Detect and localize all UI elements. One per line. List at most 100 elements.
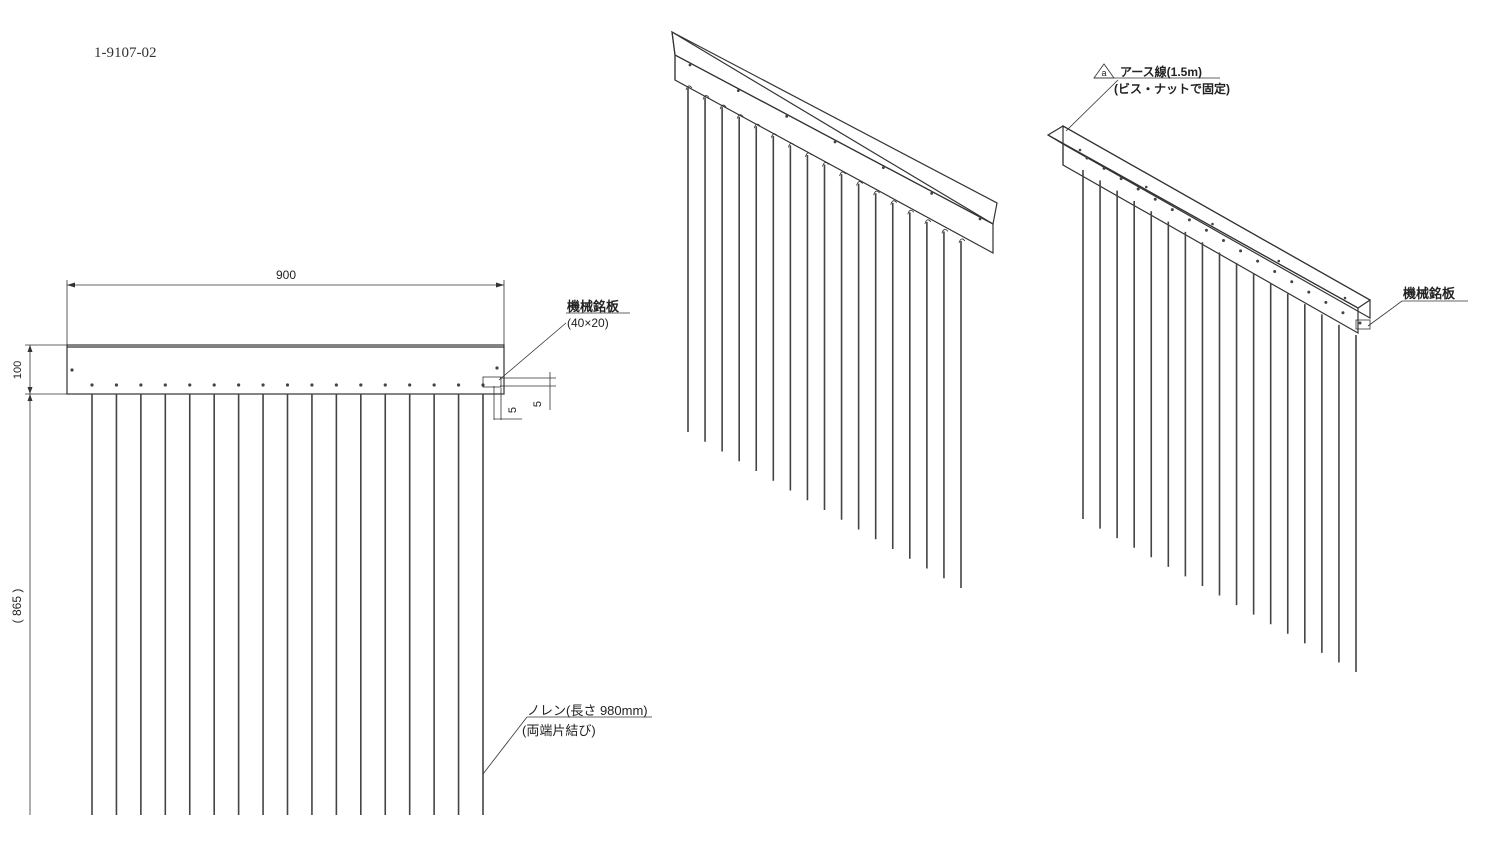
iso1-bar-hole xyxy=(785,114,789,118)
iso1-noren-rods xyxy=(685,85,966,588)
bar-hole xyxy=(70,368,74,372)
bar-hole xyxy=(408,383,412,387)
iso1-rod-hook xyxy=(958,238,966,244)
iso1-bar-fold xyxy=(674,54,994,225)
width-dimension-text: 900 xyxy=(276,268,296,282)
iso2-bar-hole xyxy=(1239,249,1243,253)
iso1-rod-hook xyxy=(787,142,795,148)
iso1-bar-holes xyxy=(688,63,982,221)
noren-leader xyxy=(482,716,528,775)
iso1-rod-hook xyxy=(805,152,812,158)
nameplate-leader xyxy=(498,322,567,381)
noren-label: ノレン(長さ 980mm) xyxy=(527,703,648,718)
bar-hole xyxy=(310,383,314,387)
iso2-bar-hole xyxy=(1119,177,1123,181)
iso2-bar-hole xyxy=(1222,239,1225,242)
iso1-rod-hook xyxy=(822,162,829,167)
bar-hole xyxy=(334,383,338,387)
bar-hole xyxy=(359,383,363,387)
iso2-bar-hole xyxy=(1307,290,1311,294)
iso-view-left xyxy=(671,30,998,588)
iso2-bar-top-face xyxy=(1046,125,1372,309)
iso1-rod-hook xyxy=(856,181,863,186)
iso2-bar-hole xyxy=(1136,187,1140,191)
bar-holes xyxy=(70,366,499,387)
iso1-rod-hook xyxy=(873,190,881,196)
iso-view-right: a アース線(1.5m) (ビス・ナットで固定) 機械銘板 xyxy=(1046,63,1468,672)
nameplate-size: (40×20) xyxy=(567,316,609,330)
iso2-bar-hole xyxy=(1324,300,1328,304)
iso1-bar-hole xyxy=(881,166,885,170)
nameplate-box xyxy=(482,376,502,388)
bar-hole xyxy=(114,383,119,387)
iso2-bar-holes xyxy=(1078,148,1362,325)
bar-hole xyxy=(237,383,241,387)
offset-dim-x-text: 5 xyxy=(507,407,519,413)
iso2-bar-hole xyxy=(1273,269,1277,273)
iso2-bar-hole xyxy=(1343,296,1347,300)
drawing-number: 1-9107-02 xyxy=(94,45,157,61)
bar-hole xyxy=(163,383,167,387)
rod-length-arrow xyxy=(27,394,33,401)
iso1-rod-hook xyxy=(702,95,710,100)
iso2-bar-hole xyxy=(1078,148,1082,152)
iso1-rod-hook xyxy=(839,171,846,177)
iso2-bar-hole xyxy=(1256,259,1260,263)
iso1-bar-hole xyxy=(833,140,837,144)
bar-hole xyxy=(432,383,436,387)
bar-hole xyxy=(188,383,192,387)
bar-hole xyxy=(285,383,290,387)
iso2-bar-hole xyxy=(1170,208,1174,212)
offset-dim-y-text: 5 xyxy=(532,401,544,407)
noren-rods xyxy=(91,394,484,815)
iso2-bar-back-face xyxy=(1062,124,1371,320)
iso2-noren-rods xyxy=(1082,170,1357,672)
rod-length-dimension-text: ( 865 ) xyxy=(10,589,24,624)
iso1-rod-hook xyxy=(685,85,693,91)
bar-hole xyxy=(139,383,143,387)
noren-note: (両端片結び) xyxy=(522,723,596,738)
iso1-rod-hook xyxy=(941,228,949,234)
iso2-bar-hole xyxy=(1153,197,1157,201)
iso2-bar-hole xyxy=(1144,185,1148,189)
iso2-bar-hole xyxy=(1277,259,1281,263)
iso2-bar-hole xyxy=(1204,228,1208,232)
iso1-rod-hook xyxy=(770,133,778,138)
bar-hole xyxy=(456,383,461,387)
iso1-bar-hole xyxy=(688,63,692,67)
iso1-rod-hook xyxy=(907,209,915,215)
iso2-bar-front-face xyxy=(1047,134,1359,335)
iso2-nameplate-label: 機械銘板 xyxy=(1403,286,1456,301)
height-dimension-text: 100 xyxy=(12,361,24,379)
iso2-nameplate-leader xyxy=(1367,300,1403,327)
bar-hole xyxy=(495,366,499,370)
iso1-rod-hook xyxy=(924,219,932,224)
nameplate-label: 機械銘板 xyxy=(567,299,620,314)
iso1-bar-hole xyxy=(978,217,982,221)
iso2-bar-hole xyxy=(1211,222,1214,226)
iso1-rod-hook xyxy=(719,104,727,110)
earth-wire-label: アース線(1.5m) xyxy=(1120,64,1202,79)
iso2-bar-hole xyxy=(1187,218,1191,222)
iso2-bar-hole xyxy=(1102,166,1106,170)
iso1-bar-front-face xyxy=(671,30,994,255)
earth-wire-note: (ビス・ナットで固定) xyxy=(1114,81,1230,96)
iso2-bar-hole xyxy=(1341,311,1345,315)
iso2-bar-hole xyxy=(1290,280,1294,284)
bar-hole xyxy=(90,383,94,387)
iso1-bar-hole xyxy=(930,191,934,195)
bar-hole xyxy=(261,383,265,387)
iso1-rod-hook xyxy=(890,200,898,205)
iso1-bar-hole xyxy=(736,89,740,93)
bar-hole xyxy=(212,383,216,387)
iso2-bar-hole xyxy=(1085,156,1089,160)
bar-hole xyxy=(383,383,387,387)
earth-marker-letter: a xyxy=(1101,68,1106,78)
iso1-rod-hook xyxy=(736,114,744,119)
earth-leader xyxy=(1065,79,1119,132)
iso2-bar-hole xyxy=(1358,321,1362,325)
front-view: 900 100 ( 865 ) 機械銘板 (40×20) 5 5 xyxy=(10,268,652,815)
iso1-rod-hook xyxy=(753,123,761,129)
top-bar xyxy=(66,344,505,395)
